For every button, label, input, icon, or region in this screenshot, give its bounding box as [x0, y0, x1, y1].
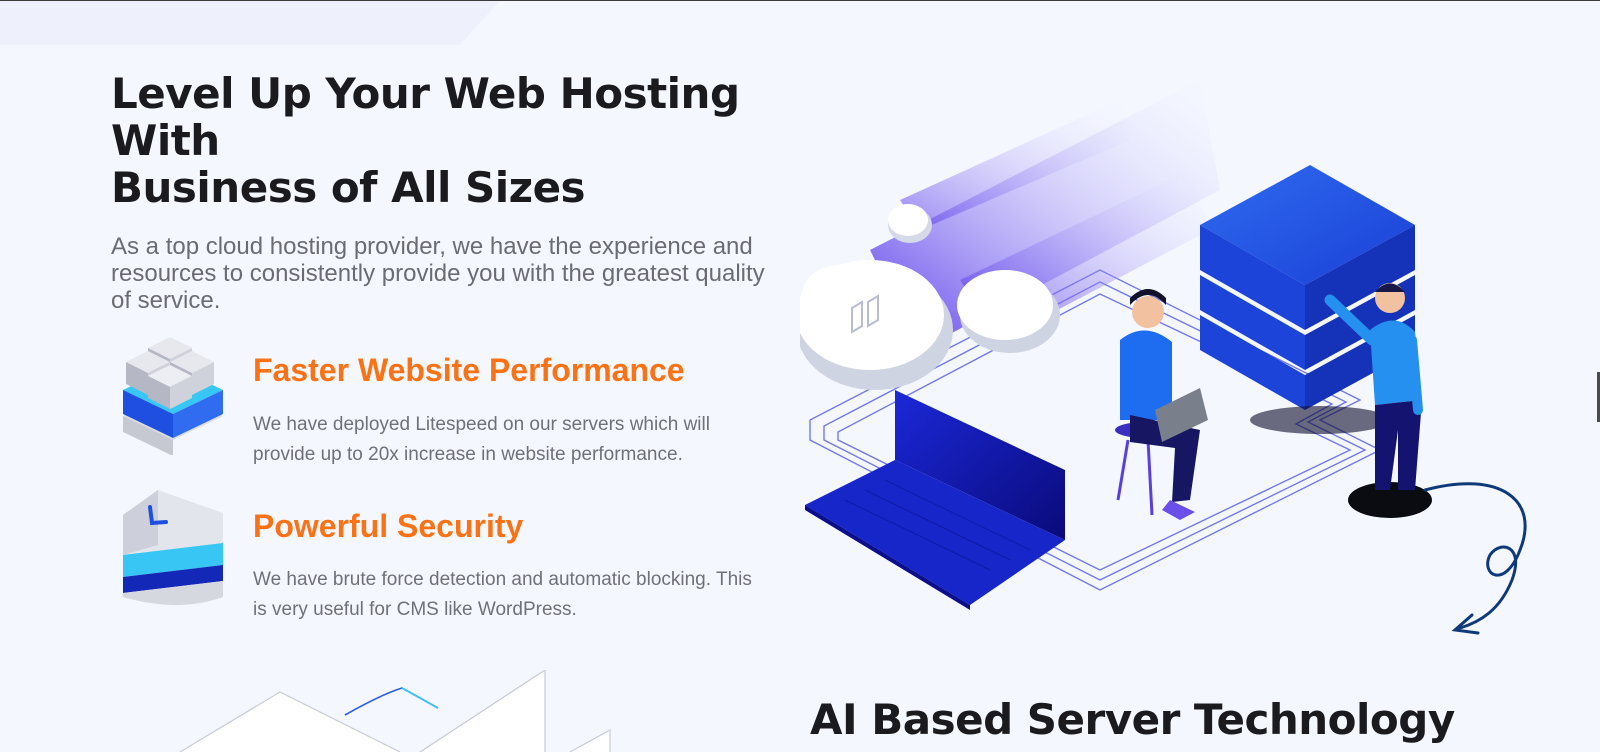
feature-text-performance: We have deployed Litespeed on our server… [253, 414, 710, 465]
hero-subtitle: As a top cloud hosting provider, we have… [111, 233, 765, 314]
feature-title-performance: Faster Website Performance [253, 352, 685, 388]
hero-title-line: With [111, 116, 220, 165]
person-with-laptop [1115, 289, 1208, 520]
bottom-illustration [179, 670, 611, 752]
cloud-hosting-illustration [800, 80, 1527, 635]
hero-title-line: Level Up Your Web Hosting [111, 69, 740, 118]
feature-title-security: Powerful Security [253, 508, 524, 544]
section-title-ai-server: AI Based Server Technology [810, 695, 1455, 744]
hero-title: Level Up Your Web Hosting With Business … [111, 70, 751, 211]
cloud-large [800, 260, 953, 390]
header-background-shape [0, 1, 500, 45]
feature-text-security: We have brute force detection and automa… [253, 569, 752, 620]
person-at-server [1324, 283, 1432, 518]
shield-icon [123, 490, 223, 605]
scrollbar-thumb[interactable] [1597, 372, 1600, 422]
server-blocks-icon [123, 337, 223, 455]
top-border [0, 0, 1600, 1]
hero-title-line: Business of All Sizes [111, 163, 586, 212]
